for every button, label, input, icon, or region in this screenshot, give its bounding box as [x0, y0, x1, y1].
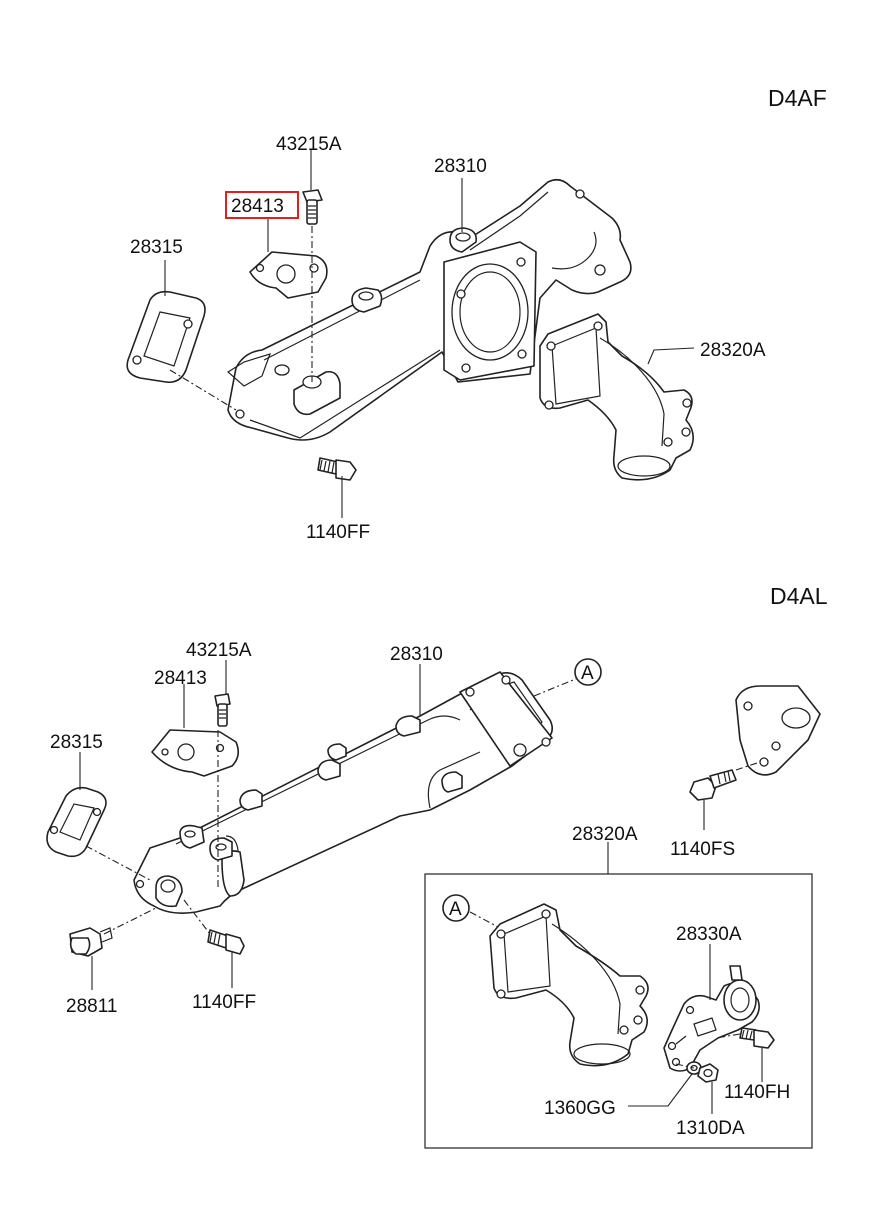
label-28315-top: 28315 — [130, 237, 183, 258]
assembly-line-bottom-4 — [183, 899, 211, 935]
bolt-43215A-top[interactable] — [302, 189, 323, 225]
elbow-28320A-bottom[interactable] — [489, 903, 649, 1067]
header-d4al: D4AL — [770, 583, 828, 609]
label-1140FH: 1140FH — [724, 1082, 790, 1103]
label-28310-bottom: 28310 — [390, 644, 443, 665]
bracket-28413-bottom[interactable] — [151, 729, 240, 777]
label-28310-top: 28310 — [434, 156, 487, 177]
label-28811: 28811 — [66, 996, 117, 1017]
assembly-line-valve-bolt — [715, 1033, 741, 1039]
leader-28320A-top — [647, 347, 695, 365]
gasket-28315-bottom[interactable] — [46, 786, 107, 858]
group-box-28320A — [424, 873, 813, 1149]
label-28413-top: 28413 — [231, 196, 284, 217]
gasket-28315-top[interactable] — [126, 290, 206, 384]
assembly-line-top-2 — [169, 369, 237, 411]
bolt-1140FF-top[interactable] — [317, 457, 357, 481]
label-43215A-bottom: 43215A — [186, 640, 252, 661]
ref-a-box-marker[interactable]: A — [442, 894, 470, 922]
label-28413-bottom: 28413 — [154, 668, 207, 689]
valve-28330A[interactable] — [663, 965, 760, 1072]
manifold-28310-top[interactable] — [226, 178, 632, 441]
bolt-1140FF-bottom[interactable] — [207, 929, 245, 955]
bracket-28413-top[interactable] — [249, 251, 328, 299]
label-28315-bottom: 28315 — [50, 732, 103, 753]
label-28320A-top: 28320A — [700, 340, 766, 361]
nut-1310DA[interactable] — [697, 1063, 719, 1083]
label-1140FS: 1140FS — [670, 839, 735, 860]
bolt-1140FH[interactable] — [739, 1027, 775, 1049]
label-1140FF-top: 1140FF — [306, 522, 370, 543]
bracket-plate-1140FS[interactable] — [735, 685, 821, 776]
assembly-line-bottom-2 — [85, 845, 151, 881]
label-28320A-bottom: 28320A — [572, 824, 638, 845]
highlight-box-28413 — [225, 191, 299, 219]
assembly-line-ref-a-box — [469, 911, 501, 929]
label-28330A: 28330A — [676, 924, 742, 945]
bolt-1140FS[interactable] — [689, 769, 737, 801]
assembly-line-valve-washer — [675, 1063, 695, 1069]
manifold-28310-bottom[interactable] — [133, 671, 554, 914]
ref-a-label: A — [581, 663, 594, 684]
bolt-43215A-bottom[interactable] — [214, 693, 231, 727]
header-d4af: D4AF — [768, 85, 827, 111]
elbow-28320A-top[interactable] — [539, 313, 694, 481]
assembly-line-1140FS — [735, 761, 761, 771]
label-43215A-top: 43215A — [276, 134, 342, 155]
label-1140FF-bottom: 1140FF — [192, 992, 256, 1013]
label-1360GG: 1360GG — [544, 1098, 616, 1119]
assembly-line-ref-a — [533, 677, 579, 697]
leader-1360GG — [628, 1073, 693, 1107]
sensor-28811[interactable] — [69, 927, 113, 957]
ref-a-box-label: A — [449, 899, 462, 920]
ref-a-marker[interactable]: A — [574, 658, 602, 686]
label-1310DA: 1310DA — [676, 1118, 745, 1139]
assembly-line-bottom-3 — [103, 907, 157, 935]
